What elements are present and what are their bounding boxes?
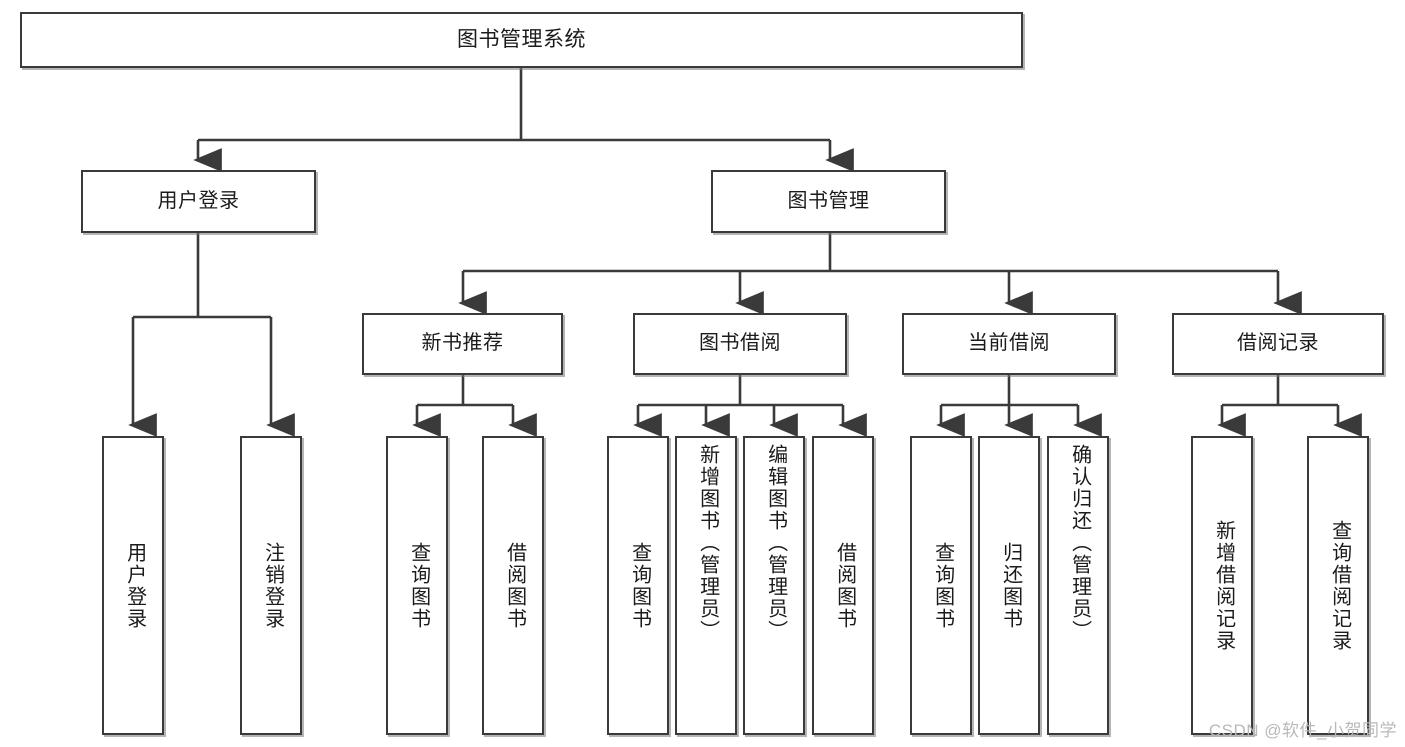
node-borrow-records-label: 借阅记录 [1237, 332, 1319, 355]
node-current-borrow[interactable]: 当前借阅 [902, 313, 1116, 375]
leaf-nb-borrow-book[interactable]: 借阅图书 [482, 436, 544, 735]
leaf-nb-borrow-book-label: 借阅图书 [503, 541, 526, 630]
leaf-logout-label: 注销登录 [261, 541, 284, 630]
leaf-cb-confirm-return-admin-label: 确认归还（管理员） [1068, 444, 1091, 642]
node-borrow-records[interactable]: 借阅记录 [1172, 313, 1384, 375]
leaf-bb-edit-book-admin-label: 编辑图书（管理员） [764, 444, 787, 642]
leaf-br-add-record-label: 新增借阅记录 [1212, 519, 1235, 652]
leaf-br-query-record[interactable]: 查询借阅记录 [1307, 436, 1369, 735]
node-book-management[interactable]: 图书管理 [711, 170, 946, 233]
node-book-borrow-label: 图书借阅 [699, 332, 781, 355]
leaf-cb-confirm-return-admin[interactable]: 确认归还（管理员） [1047, 436, 1109, 735]
leaf-bb-query-book-label: 查询图书 [628, 541, 651, 630]
node-current-borrow-label: 当前借阅 [968, 332, 1050, 355]
leaf-bb-query-book[interactable]: 查询图书 [607, 436, 669, 735]
leaf-cb-return-book[interactable]: 归还图书 [978, 436, 1040, 735]
leaf-cb-return-book-label: 归还图书 [999, 541, 1022, 630]
node-root[interactable]: 图书管理系统 [20, 12, 1023, 68]
leaf-cb-query-book-label: 查询图书 [931, 541, 954, 630]
node-root-label: 图书管理系统 [457, 27, 586, 51]
leaf-bb-add-book-admin[interactable]: 新增图书（管理员） [675, 436, 737, 735]
node-new-book-recommend-label: 新书推荐 [421, 332, 504, 355]
leaf-nb-query-book[interactable]: 查询图书 [386, 436, 448, 735]
leaf-bb-borrow-book-label: 借阅图书 [833, 541, 856, 630]
node-book-management-label: 图书管理 [787, 189, 870, 212]
csdn-watermark: CSDN @软件_小贺同学 [1208, 721, 1397, 740]
leaf-user-login[interactable]: 用户登录 [102, 436, 164, 735]
node-new-book-recommend[interactable]: 新书推荐 [362, 313, 563, 375]
leaf-br-query-record-label: 查询借阅记录 [1328, 519, 1351, 652]
leaf-bb-add-book-admin-label: 新增图书（管理员） [696, 444, 719, 642]
leaf-user-login-label: 用户登录 [123, 541, 146, 630]
node-user-login-label: 用户登录 [157, 189, 240, 212]
leaf-bb-edit-book-admin[interactable]: 编辑图书（管理员） [743, 436, 805, 735]
leaf-cb-query-book[interactable]: 查询图书 [910, 436, 972, 735]
leaf-logout[interactable]: 注销登录 [240, 436, 302, 735]
leaf-br-add-record[interactable]: 新增借阅记录 [1191, 436, 1253, 735]
node-user-login[interactable]: 用户登录 [81, 170, 316, 233]
leaf-nb-query-book-label: 查询图书 [407, 541, 430, 630]
leaf-bb-borrow-book[interactable]: 借阅图书 [812, 436, 874, 735]
node-book-borrow[interactable]: 图书借阅 [633, 313, 847, 375]
